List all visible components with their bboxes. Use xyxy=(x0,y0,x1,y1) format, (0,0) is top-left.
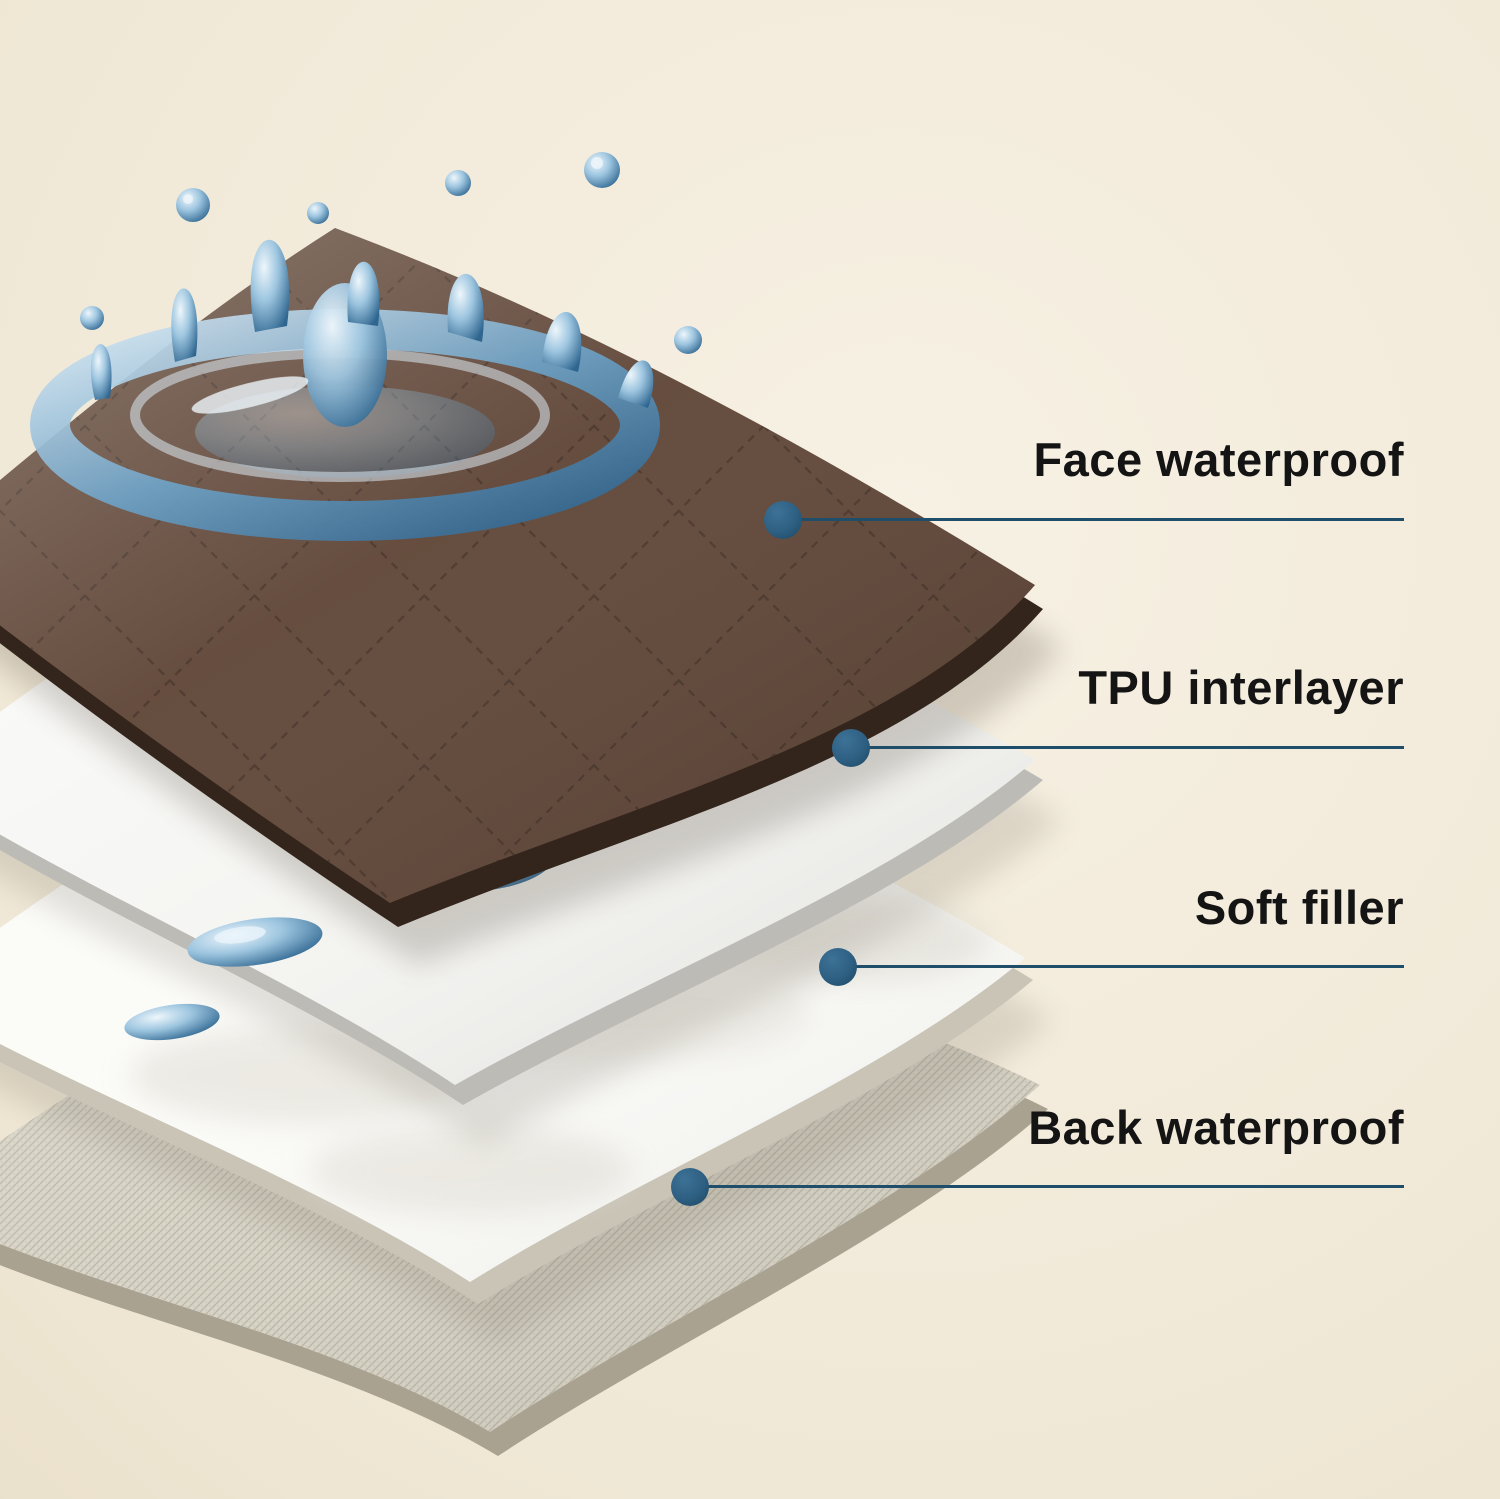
splash-crown-spikes xyxy=(90,239,654,408)
water-splash-illustration xyxy=(30,152,702,541)
callout-dot-tpu-interlayer xyxy=(832,729,870,767)
callout-label-soft-filler: Soft filler xyxy=(1194,881,1404,934)
callout-line-face-waterproof xyxy=(783,518,1404,521)
callout-dot-back-waterproof xyxy=(671,1168,709,1206)
callout-label-face-waterproof: Face waterproof xyxy=(1033,433,1404,486)
splash-highlights xyxy=(183,157,603,414)
callout-dot-soft-filler xyxy=(819,948,857,986)
callout-line-tpu-interlayer xyxy=(851,746,1404,749)
callout-label-tpu-interlayer: TPU interlayer xyxy=(1078,661,1404,714)
callout-line-soft-filler xyxy=(838,965,1404,968)
callout-label-back-waterproof: Back waterproof xyxy=(1028,1101,1404,1154)
callout-line-back-waterproof xyxy=(690,1185,1404,1188)
callout-dot-face-waterproof xyxy=(764,501,802,539)
